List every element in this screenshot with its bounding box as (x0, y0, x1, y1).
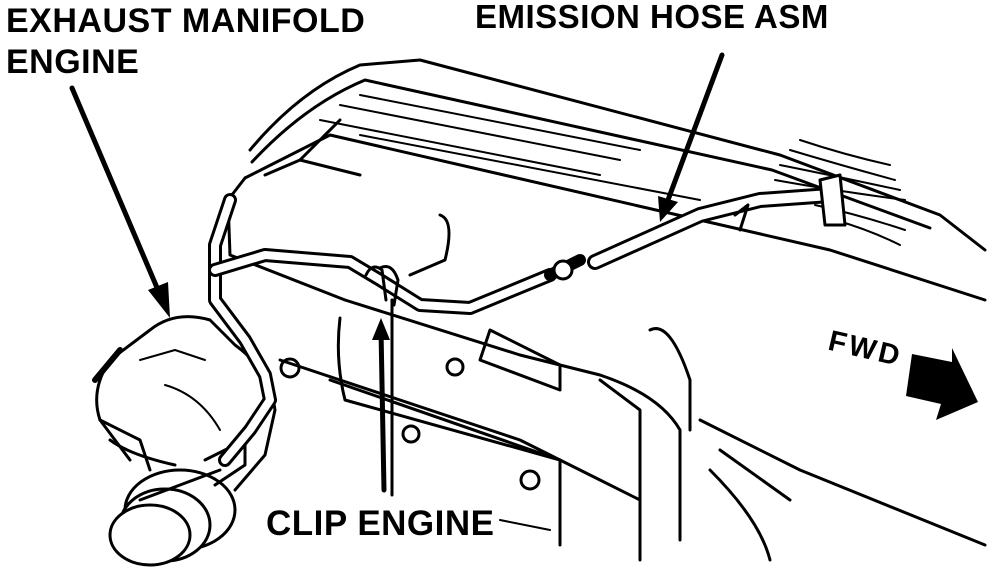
emission-pointer-line (665, 52, 725, 203)
engine-block (278, 298, 987, 562)
wire-bundle (733, 139, 906, 246)
pointer-arrows (69, 52, 725, 497)
exhaust-arrowhead (148, 282, 170, 318)
emission-hose-label: EMISSION HOSE ASM (475, 0, 829, 35)
exhaust-manifold (92, 315, 277, 567)
exhaust-pointer-line (69, 85, 161, 293)
valve-cover (226, 58, 987, 302)
pointer-arrowheads (148, 196, 678, 340)
emission-hose-tube (208, 187, 838, 467)
exhaust-manifold-label: EXHAUST MANIFOLD (6, 2, 366, 40)
clip-arrowhead (372, 318, 390, 340)
fwd-arrow (906, 348, 978, 420)
clip-pointer-line (378, 327, 387, 493)
emission-arrowhead (658, 196, 678, 222)
engine-label: ENGINE (6, 43, 140, 81)
clip-engine-label: CLIP ENGINE (266, 504, 495, 543)
clip (364, 265, 400, 307)
